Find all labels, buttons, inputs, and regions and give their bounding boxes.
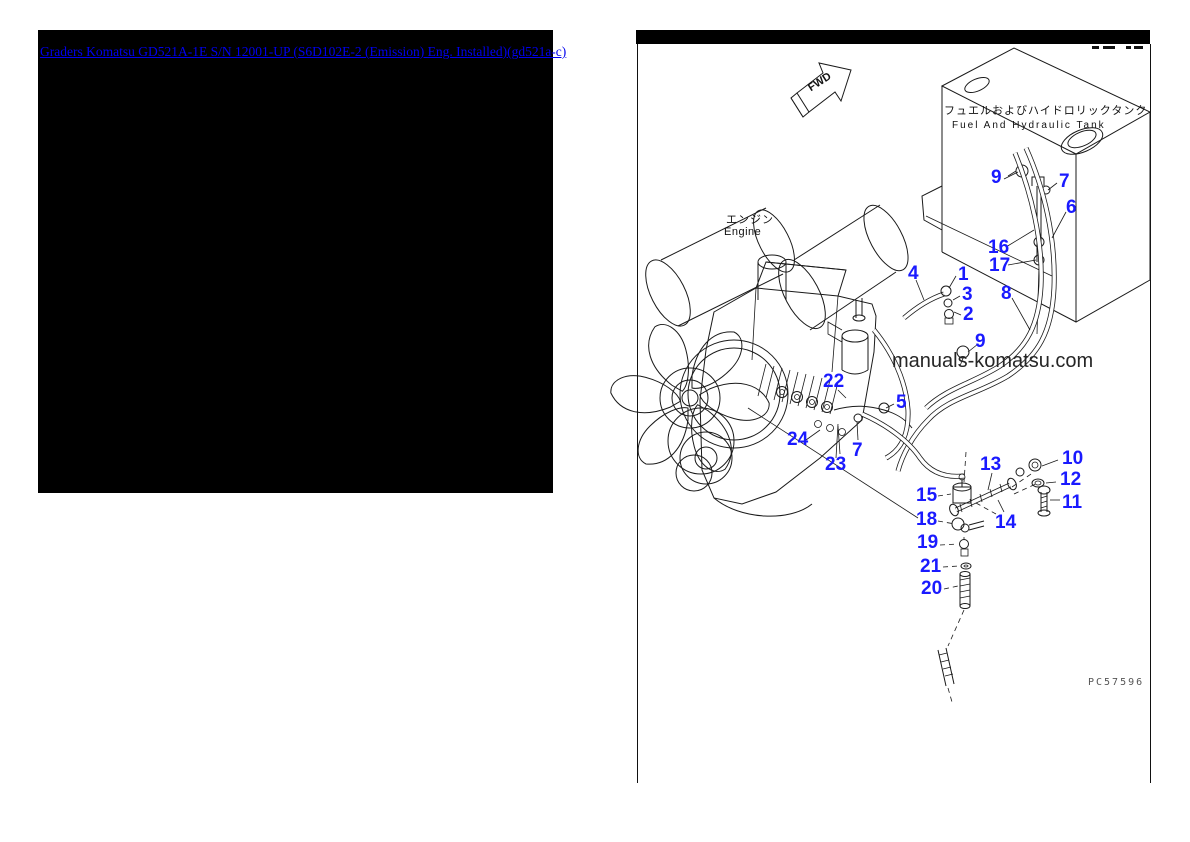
- hose-drawing: [861, 146, 1057, 479]
- callout-9b: 9: [975, 331, 986, 352]
- engine-cylinders-drawing: [645, 204, 909, 331]
- callout-3: 3: [962, 284, 973, 305]
- callout-19: 19: [917, 532, 939, 553]
- callout-20: 20: [921, 578, 943, 599]
- callout-5: 5: [896, 392, 907, 413]
- filter-valve-cluster-drawing: [937, 458, 1051, 687]
- watermark-text: manuals-komatsu.com: [892, 350, 1094, 372]
- leader-lines: [805, 171, 1067, 703]
- callout-14: 14: [995, 512, 1017, 533]
- tick-mark: [1092, 46, 1099, 49]
- fwd-arrow-icon: [790, 62, 852, 118]
- black-placeholder-panel: [38, 30, 553, 493]
- tick-mark: [1126, 46, 1131, 49]
- tank-label-jp: フュエルおよびハイドロリックタンク: [944, 105, 1148, 117]
- callout-16: 16: [988, 237, 1010, 258]
- figure-code: PC57596: [1088, 677, 1145, 688]
- tick-mark: [1103, 46, 1115, 49]
- tick-mark: [1134, 46, 1143, 49]
- callout-7b: 7: [852, 440, 863, 461]
- callout-17: 17: [989, 255, 1011, 276]
- engine-block-drawing: [699, 261, 919, 519]
- callout-2: 2: [963, 304, 974, 325]
- callout-22: 22: [823, 371, 845, 392]
- callout-12: 12: [1060, 469, 1082, 490]
- callout-13: 13: [980, 454, 1002, 475]
- tank-drawing: [921, 47, 1152, 323]
- callout-1: 1: [958, 264, 969, 285]
- fastener-cluster-drawing: [940, 285, 970, 367]
- callout-6: 6: [1066, 197, 1077, 218]
- diagram-top-bar: [636, 30, 1150, 44]
- callout-21: 21: [920, 556, 942, 577]
- tank-label-en: Fuel And Hydraulic Tank: [952, 120, 1106, 131]
- callout-10: 10: [1062, 448, 1084, 469]
- callout-11: 11: [1062, 492, 1083, 513]
- callout-15: 15: [916, 485, 938, 506]
- callout-8: 8: [1001, 283, 1012, 304]
- callout-4: 4: [908, 263, 919, 284]
- breadcrumb-link[interactable]: Graders Komatsu GD521A-1E S/N 12001-UP (…: [40, 44, 567, 59]
- engine-fan-drawing: [610, 324, 789, 492]
- diagram-border-left: [637, 44, 638, 783]
- engine-label-jp: エンジン: [726, 214, 774, 226]
- engine-label-en: Engine: [724, 226, 762, 238]
- callout-23: 23: [825, 454, 847, 475]
- callout-24: 24: [787, 429, 809, 450]
- callout-18: 18: [916, 509, 938, 530]
- diagram-border-right: [1150, 44, 1151, 783]
- callout-9a: 9: [991, 167, 1002, 188]
- callout-7a: 7: [1059, 171, 1070, 192]
